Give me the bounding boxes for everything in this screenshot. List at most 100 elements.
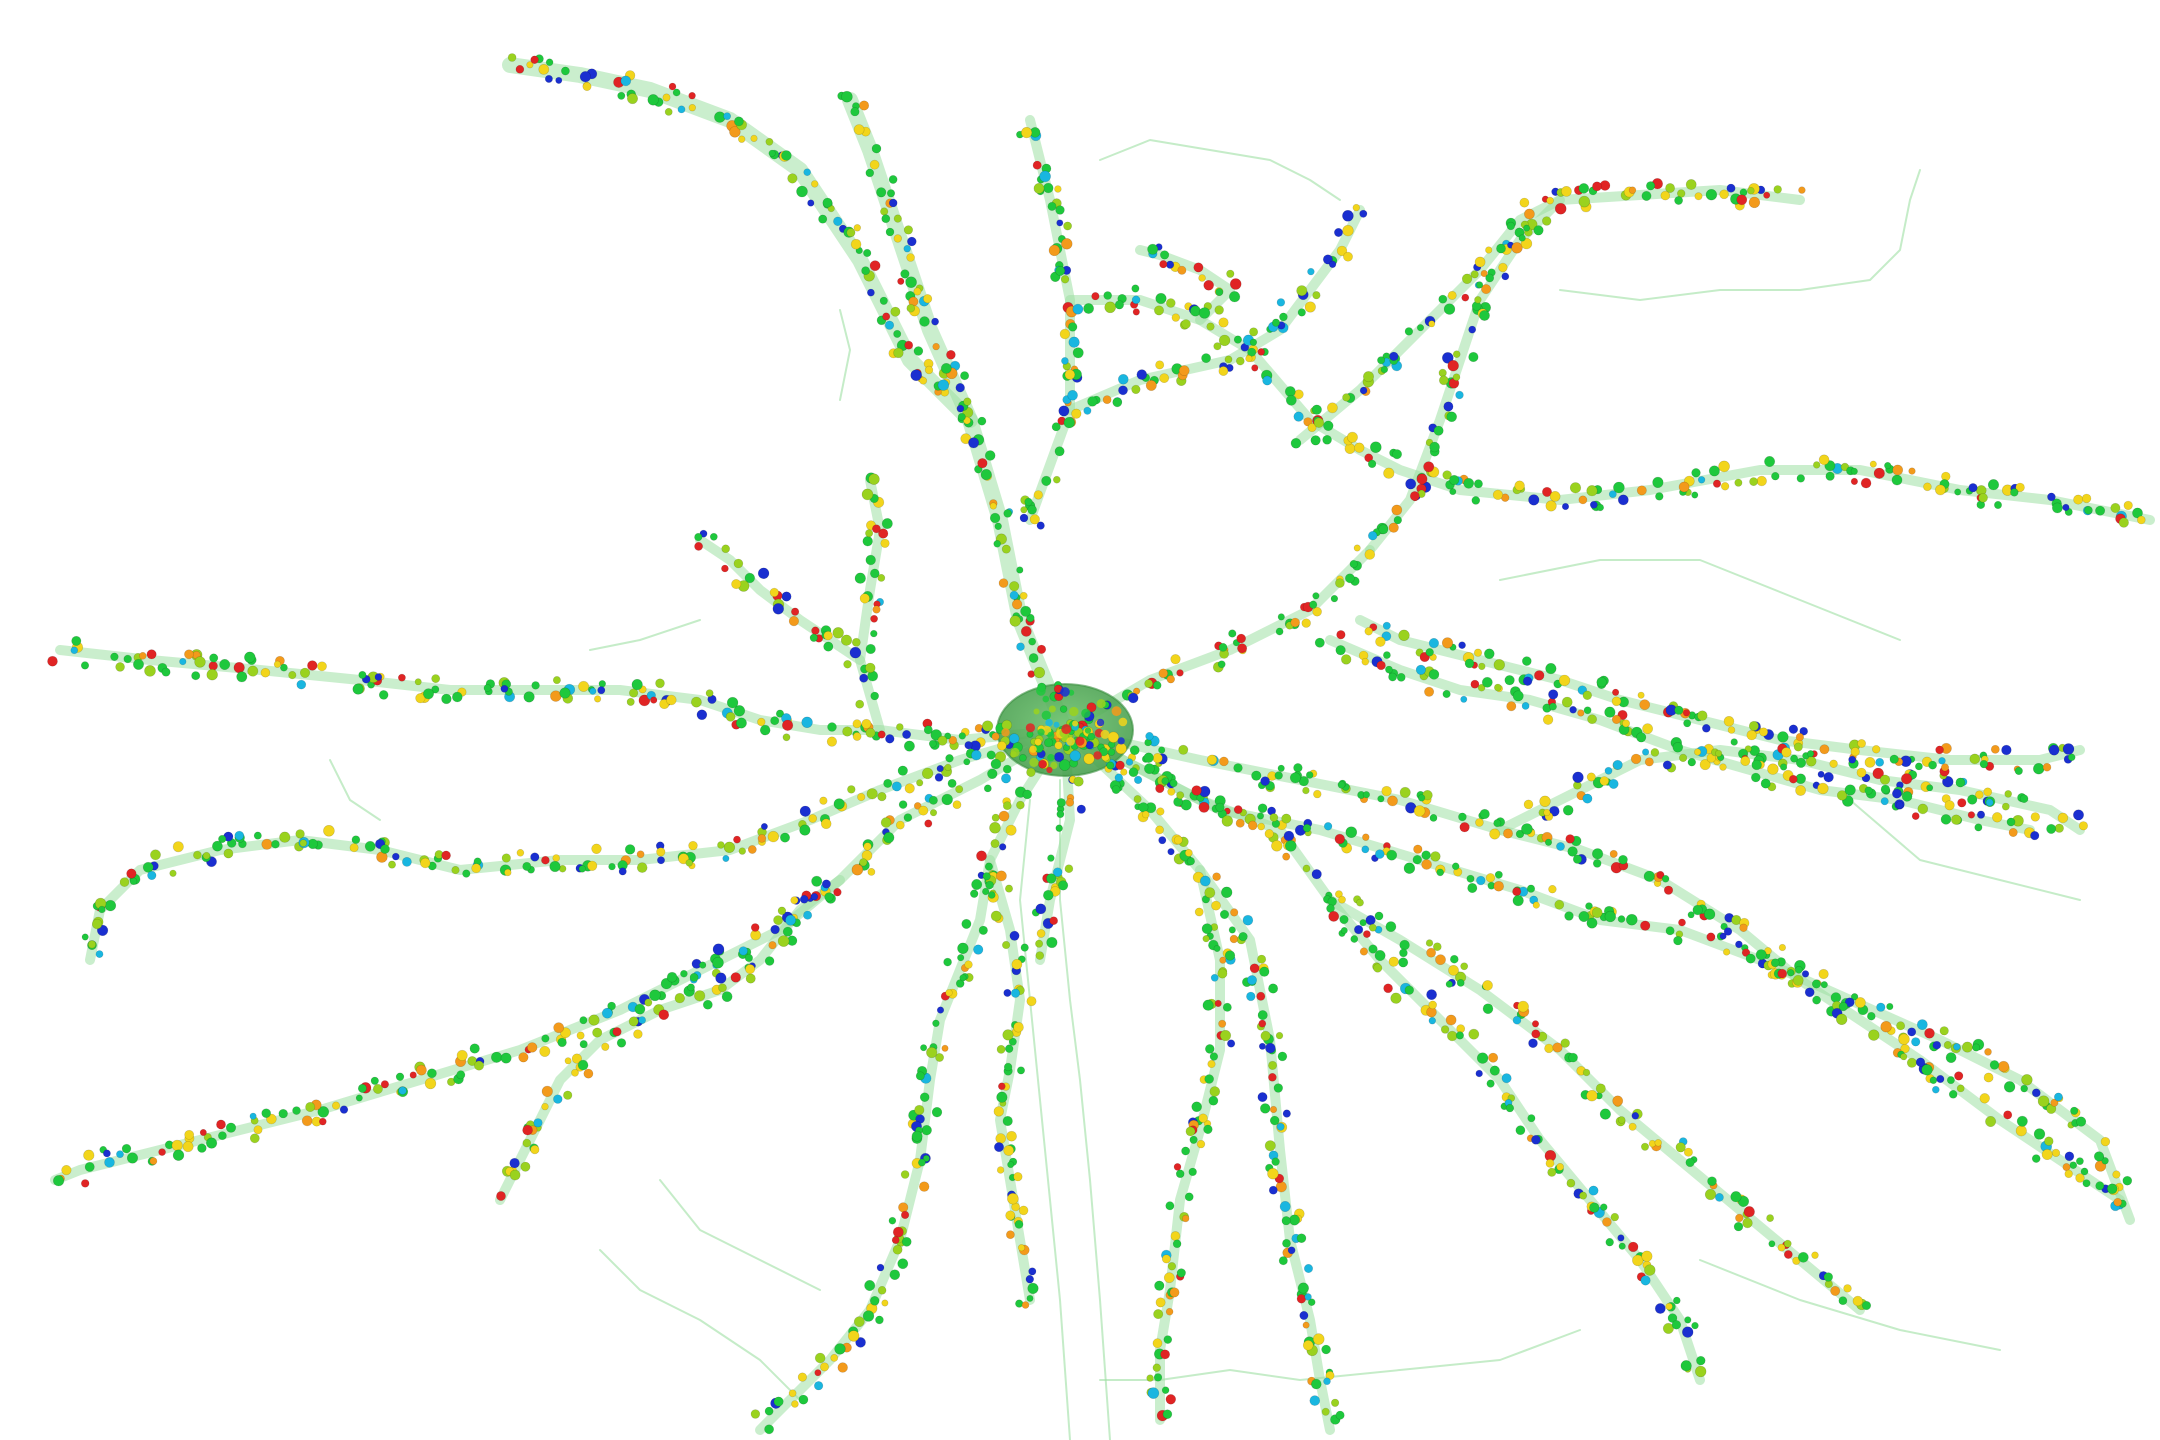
spine-marker	[1260, 776, 1270, 786]
spine-marker	[1281, 813, 1292, 824]
spine-marker	[598, 680, 606, 688]
spine-marker	[133, 658, 145, 670]
spine-marker	[1549, 490, 1561, 502]
spine-marker	[2062, 743, 2075, 755]
spine-marker	[1026, 767, 1036, 777]
spine-marker	[1542, 486, 1553, 497]
spine-marker	[1468, 351, 1479, 363]
spine-marker	[770, 716, 780, 726]
spine-marker	[729, 126, 741, 138]
spine-marker	[424, 1077, 437, 1090]
spine-marker	[877, 1286, 887, 1295]
spine-marker	[1735, 1213, 1744, 1223]
spine-marker	[1441, 637, 1454, 649]
spine-marker	[1374, 949, 1386, 961]
spine-marker	[822, 197, 833, 208]
axon-process	[1699, 1259, 2001, 1351]
spine-marker	[1591, 907, 1603, 918]
spine-marker	[1818, 454, 1830, 466]
spine-marker	[1955, 777, 1966, 788]
spine-marker	[1399, 939, 1410, 951]
spine-marker	[1208, 1095, 1219, 1106]
spine-marker	[1361, 657, 1370, 666]
spine-marker	[1340, 926, 1348, 934]
spine-marker	[1217, 968, 1228, 979]
spine-marker	[1277, 764, 1285, 772]
spine-marker	[1843, 1284, 1852, 1293]
spine-marker	[1511, 242, 1523, 254]
spine-marker	[1287, 1246, 1296, 1255]
spine-marker	[2003, 1110, 2013, 1120]
spine-marker	[2037, 1095, 2050, 1107]
spine-marker	[1147, 243, 1159, 255]
spine-marker	[987, 891, 996, 899]
spine-marker	[1335, 1410, 1345, 1420]
spine-marker	[940, 362, 952, 374]
spine-marker	[1990, 744, 2000, 754]
spine-marker	[1611, 696, 1622, 707]
spine-marker	[1968, 483, 1978, 493]
spine-marker	[1297, 1282, 1309, 1294]
spine-marker	[1056, 810, 1065, 819]
spine-marker	[733, 835, 741, 844]
spine-marker	[1055, 824, 1063, 832]
spine-marker	[1118, 373, 1129, 385]
spine-marker	[1041, 710, 1052, 720]
spine-marker	[1953, 1043, 1961, 1051]
spine-marker	[837, 1362, 848, 1373]
spine-marker	[1915, 762, 1923, 771]
spine-marker	[126, 868, 137, 879]
spine-marker	[1699, 759, 1711, 771]
spine-marker	[1672, 741, 1684, 753]
axon-process	[1019, 799, 1071, 1440]
spine-marker	[234, 830, 245, 841]
spine-marker	[1957, 798, 1967, 808]
spine-marker	[1056, 798, 1066, 808]
spine-marker	[1251, 770, 1262, 781]
axon-process	[329, 759, 381, 821]
spine-marker	[734, 116, 744, 127]
spine-marker	[1102, 395, 1112, 405]
spine-marker	[1293, 411, 1304, 422]
spine-marker	[1047, 754, 1055, 762]
spine-marker	[1583, 706, 1592, 715]
spine-marker	[1547, 1167, 1557, 1177]
spine-marker	[1388, 672, 1397, 682]
spine-marker	[1343, 251, 1353, 262]
spine-marker	[592, 1027, 603, 1038]
spine-marker	[1133, 775, 1143, 785]
spine-marker	[864, 1280, 876, 1292]
spine-marker	[1065, 798, 1075, 807]
spine-marker	[1155, 292, 1167, 305]
spine-marker	[877, 730, 886, 739]
spine-marker	[983, 784, 992, 793]
spine-marker	[1685, 1157, 1695, 1168]
spine-marker	[1435, 954, 1446, 966]
spine-marker	[1892, 788, 1902, 799]
spine-marker	[1552, 1042, 1563, 1053]
spine-marker	[1875, 757, 1885, 767]
spine-marker	[717, 841, 725, 849]
spine-marker	[1480, 269, 1488, 278]
spine-marker	[884, 320, 895, 330]
spine-marker	[1264, 1140, 1276, 1152]
spine-marker	[1974, 823, 1983, 832]
spine-marker	[1783, 1250, 1793, 1259]
spine-marker	[1900, 1053, 1908, 1061]
spine-marker	[1484, 648, 1495, 660]
spine-marker	[934, 773, 944, 782]
spine-marker	[1029, 514, 1040, 525]
spine-marker	[579, 71, 592, 83]
spine-marker	[1359, 209, 1368, 218]
spine-marker	[1061, 238, 1073, 250]
spine-marker	[1604, 766, 1613, 775]
spine-marker	[208, 661, 218, 671]
spine-marker	[869, 159, 880, 170]
spine-marker	[1564, 911, 1574, 921]
spine-marker	[1771, 472, 1780, 481]
spine-marker	[1273, 1083, 1284, 1093]
spine-marker	[1481, 676, 1493, 688]
spine-marker	[1043, 889, 1054, 901]
spine-marker	[664, 108, 673, 116]
